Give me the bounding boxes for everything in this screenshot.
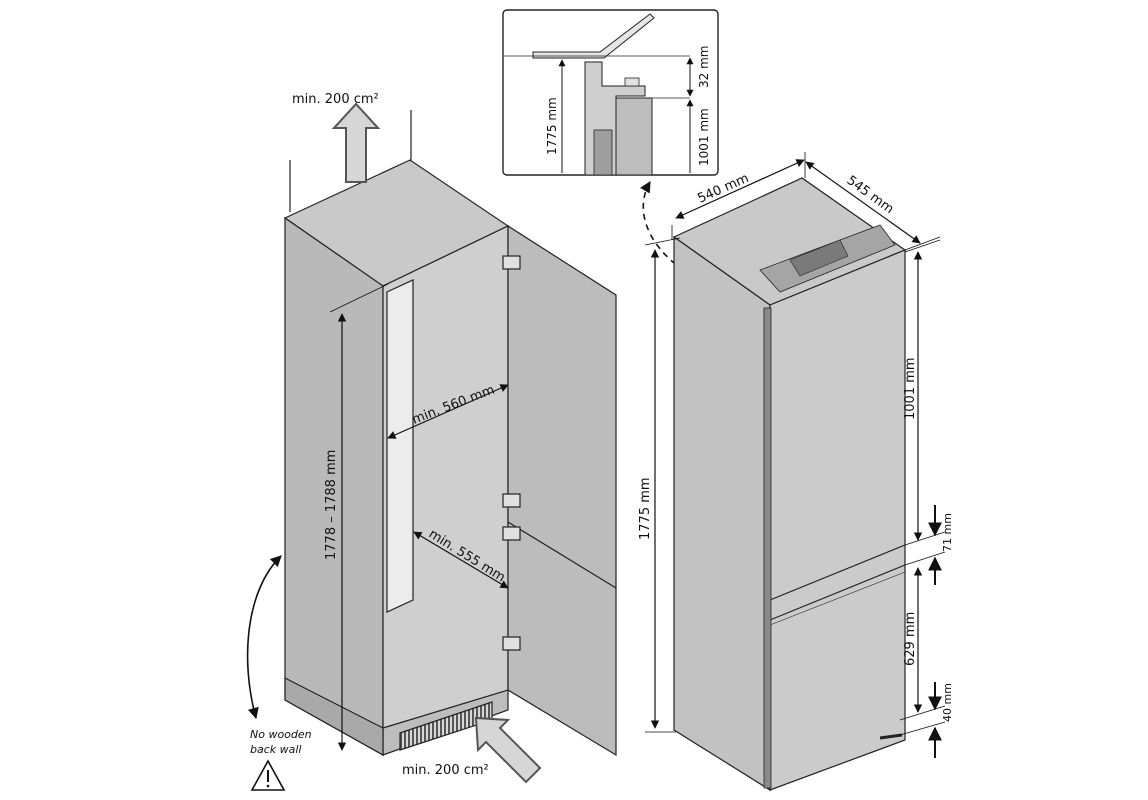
detail-inset: 1775 mm 32 mm 1001 mm bbox=[502, 9, 719, 176]
depth-label: 545 mm bbox=[844, 173, 897, 217]
vent-bottom-label: min. 200 cm² bbox=[402, 763, 489, 778]
fridge-door-split-2 bbox=[769, 564, 906, 621]
warning-text-line1: No wooden bbox=[250, 728, 312, 741]
extension-line bbox=[644, 237, 681, 246]
inset-body bbox=[615, 97, 653, 176]
hinge-bottom bbox=[502, 636, 521, 651]
plinth-side bbox=[284, 677, 384, 757]
gap-bottom-label: 40 mm bbox=[941, 683, 954, 722]
fridge-door-split-1 bbox=[769, 544, 906, 601]
cabinet-door bbox=[507, 224, 617, 757]
dimension-arrow-icon bbox=[387, 384, 509, 439]
extension-line bbox=[899, 705, 946, 721]
detail-upper-label: 1001 mm bbox=[697, 108, 711, 166]
right-dimension-chain: 1001 mm 71 mm 629 mm 40 mm bbox=[899, 239, 954, 758]
fridge-foot bbox=[879, 733, 903, 740]
niche-height-label: 1778 – 1788 mm bbox=[324, 450, 339, 560]
fridge-top-vent bbox=[789, 239, 849, 277]
width-label: 540 mm bbox=[696, 171, 752, 207]
hinge-top bbox=[502, 255, 521, 270]
fridge-door-split-3 bbox=[769, 571, 906, 626]
detail-offset-label: 32 mm bbox=[697, 46, 711, 88]
height-label: 1775 mm bbox=[638, 477, 653, 540]
curved-double-arrow-icon bbox=[246, 555, 282, 720]
dimension-arrow-icon bbox=[675, 159, 805, 219]
gap-middle-label: 71 mm bbox=[941, 513, 954, 552]
airflow-arrow-icon bbox=[331, 102, 381, 183]
hinge-mid-1 bbox=[502, 493, 521, 508]
inset-top-panel bbox=[532, 13, 655, 59]
detail-height-label: 1775 mm bbox=[545, 97, 559, 155]
vent-top-label: min. 200 cm² bbox=[292, 92, 379, 107]
extension-line bbox=[904, 239, 941, 253]
dimension-arrow-icon bbox=[413, 531, 509, 589]
fridge-hinge-strip bbox=[763, 307, 772, 789]
lower-door-label: 629 mm bbox=[903, 612, 918, 666]
dimension-arrow-icon bbox=[805, 161, 921, 244]
fridge-front bbox=[769, 249, 906, 791]
cabinet-niche bbox=[283, 110, 617, 757]
inset-clip bbox=[624, 77, 640, 87]
warning-text-line2: back wall bbox=[250, 743, 302, 756]
extension-line bbox=[899, 721, 946, 736]
refrigerator bbox=[672, 177, 907, 792]
hinge-mid-2 bbox=[502, 526, 521, 541]
extension-line bbox=[904, 551, 946, 566]
door-split-line bbox=[507, 521, 617, 589]
fridge-side bbox=[673, 235, 771, 792]
airflow-arrow-icon bbox=[474, 716, 542, 784]
extension-line bbox=[329, 283, 389, 313]
interior-gap bbox=[386, 279, 414, 613]
inset-gasket bbox=[593, 129, 613, 176]
warning-triangle-icon bbox=[250, 759, 286, 791]
extension-line bbox=[904, 531, 946, 546]
extension-line bbox=[904, 236, 941, 251]
upper-door-label: 1001 mm bbox=[903, 357, 918, 420]
